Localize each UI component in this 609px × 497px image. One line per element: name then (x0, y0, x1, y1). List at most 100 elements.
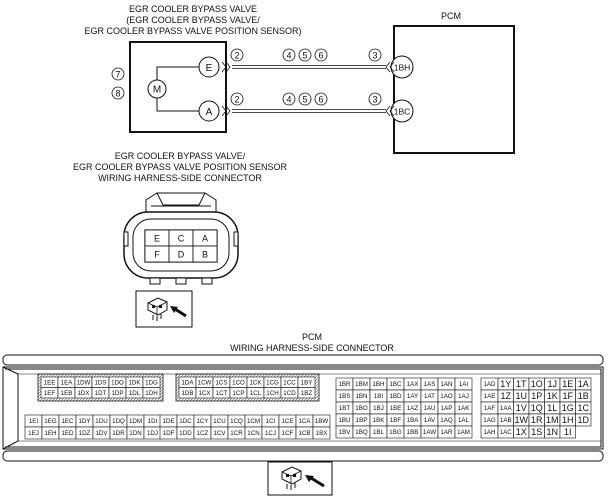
svg-text:1BE: 1BE (390, 405, 402, 412)
pcm-pin-1bx: 1BX (312, 426, 331, 440)
svg-text:F: F (154, 250, 160, 260)
pcm-pin-1ad: 1AD (480, 377, 499, 391)
svg-text:1AI: 1AI (459, 381, 469, 388)
svg-text:1AV: 1AV (424, 417, 436, 424)
svg-text:1DL: 1DL (129, 390, 141, 397)
connector-title-line-1: EGR COOLER BYPASS VALVE/ (115, 151, 246, 161)
svg-text:1CM: 1CM (247, 418, 260, 425)
svg-text:1CK: 1CK (249, 379, 262, 386)
svg-text:1AO: 1AO (440, 393, 453, 400)
pcm-pin-1bs: 1BS (335, 389, 354, 403)
svg-text:1K: 1K (547, 391, 558, 401)
svg-text:1BF: 1BF (390, 417, 402, 424)
pcm-pin-1do: 1DO (108, 376, 127, 388)
svg-text:1DE: 1DE (162, 418, 174, 425)
pcm-pin-1ea: 1EA (57, 376, 76, 388)
svg-text:1M: 1M (546, 415, 559, 425)
pcm-pin-1cz: 1CZ (193, 426, 212, 440)
pcm-pin-1cc: 1CC (280, 376, 299, 388)
svg-text:1AY: 1AY (407, 393, 418, 400)
valve-terminal-e: E (198, 56, 220, 78)
pcm-pin-1ds: 1DS (91, 376, 110, 388)
svg-text:1X: 1X (516, 427, 527, 437)
svg-text:1EA: 1EA (61, 379, 74, 386)
svg-text:1CS: 1CS (215, 379, 227, 386)
svg-text:1Y: 1Y (500, 379, 511, 389)
svg-text:1AM: 1AM (457, 429, 470, 436)
svg-text:1EE: 1EE (44, 379, 56, 386)
motor-internal-wiring (156, 66, 199, 112)
wire-1-circle-labels: 2 4 5 6 3 (230, 48, 382, 62)
svg-text:1BW: 1BW (315, 418, 329, 425)
pcm-pin-1l: 1L (544, 401, 561, 415)
pcm-pin-1aa: 1AA (497, 401, 514, 415)
svg-text:A: A (206, 107, 213, 118)
pcm-pin-1de: 1DE (159, 414, 178, 428)
pcm-pin-1cv: 1CV (210, 426, 229, 440)
pcm-pin-1bj: 1BJ (369, 401, 388, 415)
pcm-pin-1cf: 1CF (278, 426, 297, 440)
svg-text:1BX: 1BX (316, 430, 328, 437)
pcm-pin-1aq: 1AQ (437, 413, 456, 427)
svg-text:1AQ: 1AQ (440, 417, 453, 424)
pcm-pin-1bt: 1BT (335, 401, 354, 415)
pcm-pin-1eh: 1EH (41, 426, 60, 440)
svg-text:1I: 1I (564, 427, 572, 437)
svg-text:1DN: 1DN (129, 430, 141, 437)
pcm-pin-1cs: 1CS (212, 376, 231, 388)
pcm-pin-1y: 1Y (497, 377, 514, 391)
svg-text:1CB: 1CB (298, 430, 310, 437)
pcm-pin-1cr: 1CR (227, 426, 246, 440)
pcm-pin-1cw: 1CW (195, 376, 214, 388)
connector-pin-b: B (192, 245, 218, 263)
pcm-pin-1ae: 1AE (480, 389, 499, 403)
svg-text:1N: 1N (546, 427, 558, 437)
pcm-pin-1bi: 1BI (369, 389, 388, 403)
connector-title: EGR COOLER BYPASS VALVE/ EGR COOLER BYPA… (73, 151, 288, 183)
pcm-pin-1ej: 1EJ (24, 426, 43, 440)
pcm-pin-1a: 1A (575, 377, 592, 391)
svg-text:8: 8 (115, 89, 120, 99)
pcm-pin-1as: 1AS (420, 377, 439, 391)
svg-text:1AD: 1AD (483, 381, 496, 388)
svg-text:1BV: 1BV (339, 429, 352, 436)
svg-text:1EC: 1EC (61, 418, 74, 425)
pcm-pin-1bv: 1BV (335, 425, 354, 439)
svg-text:1BY: 1BY (301, 379, 313, 386)
svg-text:1EF: 1EF (44, 390, 56, 397)
pcm-terminal-1bc: 1BC (390, 99, 414, 123)
pcm-pin-1ch: 1CH (263, 387, 282, 399)
pcm-pin-1dz: 1DZ (75, 426, 94, 440)
pcm-pin-1q: 1Q (528, 401, 545, 415)
pcm-pin-1dj: 1DJ (143, 426, 162, 440)
pcm-pin-1dw: 1DW (74, 376, 93, 388)
svg-text:1BH: 1BH (372, 381, 384, 388)
svg-text:1EJ: 1EJ (28, 430, 39, 437)
svg-text:1AT: 1AT (424, 393, 435, 400)
pcm-pin-1ah: 1AH (480, 425, 499, 439)
svg-text:1AZ: 1AZ (407, 405, 419, 412)
pcm-pin-1cn: 1CN (244, 426, 263, 440)
svg-text:1CR: 1CR (230, 430, 243, 437)
svg-text:1CJ: 1CJ (265, 430, 276, 437)
pcm-pin-1bh: 1BH (369, 377, 388, 391)
svg-text:1BC: 1BC (389, 381, 402, 388)
motor-icon: M (147, 79, 167, 99)
pcm-pin-1s: 1S (528, 425, 545, 439)
pcm-pin-1by: 1BY (297, 376, 316, 388)
svg-text:1V: 1V (516, 403, 527, 413)
svg-text:1BB: 1BB (407, 429, 419, 436)
svg-text:1AU: 1AU (423, 405, 435, 412)
svg-text:1DO: 1DO (111, 379, 124, 386)
svg-text:1DZ: 1DZ (79, 430, 91, 437)
pcm-pin-1ba: 1BA (403, 413, 422, 427)
pcm-pin-1bl: 1BL (369, 425, 388, 439)
svg-text:1CP: 1CP (232, 390, 244, 397)
svg-text:1CX: 1CX (198, 390, 210, 397)
pcm-connector-view-icon (267, 461, 333, 496)
pcm-pin-1bd: 1BD (386, 389, 405, 403)
svg-text:1DM: 1DM (129, 418, 142, 425)
